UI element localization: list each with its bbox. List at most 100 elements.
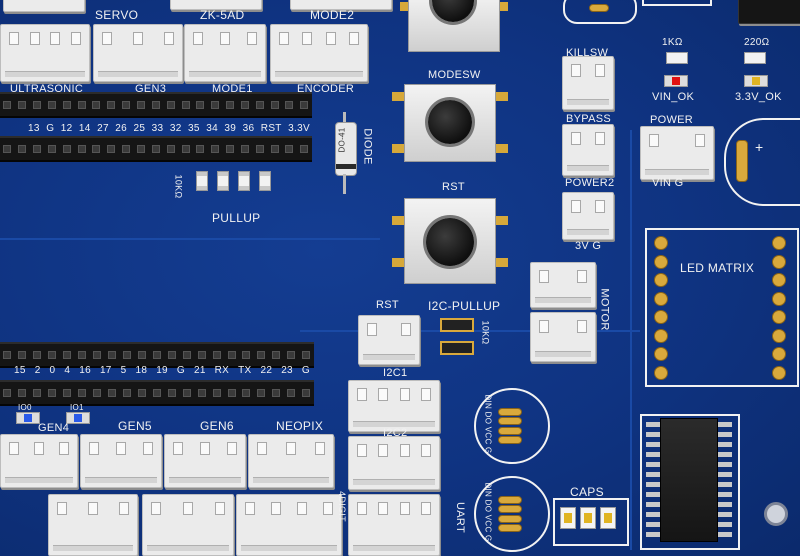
led-3v3-ok [744,75,768,87]
connector-4digit[interactable] [236,494,342,556]
connector-power2[interactable] [562,192,614,240]
connector-motor-2[interactable] [530,312,596,362]
label-gen4: GEN4 [38,422,70,434]
label-rst-button: RST [442,181,465,193]
ic-pin [646,482,662,487]
connector-gen4[interactable] [0,434,78,488]
matrix-pad [772,254,786,269]
connector-bottom-2[interactable] [142,494,234,556]
pin-label: 16 [79,365,91,376]
capacitor-outline [563,0,637,24]
connector-top-right [738,0,800,24]
connector-gen3[interactable] [93,24,183,82]
pin-label: G [301,365,310,376]
pin-label: 15 [14,365,26,376]
pin-header-top-1 [0,92,312,118]
connector-rst[interactable] [358,315,420,365]
connector-ultrasonic[interactable] [0,24,90,82]
ic-pin [646,532,662,537]
connector-bypass[interactable] [562,124,614,176]
button-modesw[interactable] [392,84,508,162]
label-zk5ad: ZK-5AD [200,8,245,22]
label-ultrasonic: ULTRASONIC [10,83,84,95]
ic-pin [716,452,732,457]
pin-label: 34 [206,123,218,134]
connector-i2c2[interactable] [348,436,440,490]
ic-pin [646,442,662,447]
ic-pin [716,492,732,497]
resistor [666,52,688,64]
led-io0 [16,412,40,424]
diode-lead [343,174,346,194]
ic-outline [640,414,740,550]
pin-label: 32 [169,123,182,134]
caps-outline [553,498,629,546]
matrix-pad [772,310,786,324]
button-rst[interactable] [392,198,508,284]
ic-pin [646,492,662,497]
ic-pin [646,502,662,507]
pin-label: 4 [64,365,71,376]
label-power: POWER [650,114,694,126]
pin-label: 5 [120,365,127,376]
pin-label: 22 [260,365,273,376]
pin-header-bottom-2 [0,380,314,406]
connector-uart[interactable] [348,494,440,556]
matrix-pad [654,236,668,250]
connector-i2c1[interactable] [348,380,440,432]
connector-motor-1[interactable] [530,262,596,308]
connector-gen5[interactable] [80,434,162,488]
silk-box [642,0,712,6]
ic-pin [716,462,732,467]
pin-label: TX [238,365,252,376]
pin-label: 19 [156,365,168,376]
ic-pin [646,452,662,457]
pin-label: RST [260,123,282,134]
pin-label: 23 [281,365,293,376]
connector-power[interactable] [640,126,714,180]
connector-killsw[interactable] [562,56,614,110]
ic-pin [716,482,732,487]
ic-pin [716,442,732,447]
resistor [196,171,208,191]
ic-pin [716,522,732,527]
button-top[interactable] [400,0,508,52]
label-modesw: MODESW [428,69,481,81]
ic-pin [646,462,662,467]
pin-label: 27 [97,123,109,134]
label-neopix: NEOPIX [276,419,324,433]
label-motor: MOTOR [598,288,611,331]
matrix-pad [654,273,668,287]
connector-neopix[interactable] [248,434,334,488]
ic-pin [646,432,662,437]
matrix-pad [654,347,668,361]
matrix-pad [772,328,786,343]
pin-label: 14 [78,123,91,134]
ic-chip [660,418,718,542]
connector-mode1[interactable] [184,24,266,82]
resistor-i2c [440,341,474,355]
connector-top-left [3,0,85,12]
connector-gen6[interactable] [164,434,246,488]
pin-label: 21 [193,365,206,376]
label-power2: POWER2 [565,177,615,189]
ic-pin [646,512,662,517]
mounting-hole [764,502,788,526]
connector-bottom-1[interactable] [48,494,138,556]
label-gen3: GEN3 [135,83,167,95]
label-do41: DO-41 [337,127,347,153]
resistor-i2c [440,318,474,332]
label-ving: VIN G [652,177,684,189]
matrix-pad [654,254,668,269]
ic-pin [646,422,662,427]
matrix-pad [654,328,668,343]
pin-label: 13 [28,123,40,134]
connector-encoder[interactable] [270,24,368,82]
pin-label: G [46,123,55,134]
label-pullup: PULLUP [212,211,261,225]
pin-header-bottom-1 [0,342,314,368]
label-10k-i2c: 10KΩ [480,320,491,345]
matrix-pad [772,347,786,361]
diode-body [335,122,357,176]
